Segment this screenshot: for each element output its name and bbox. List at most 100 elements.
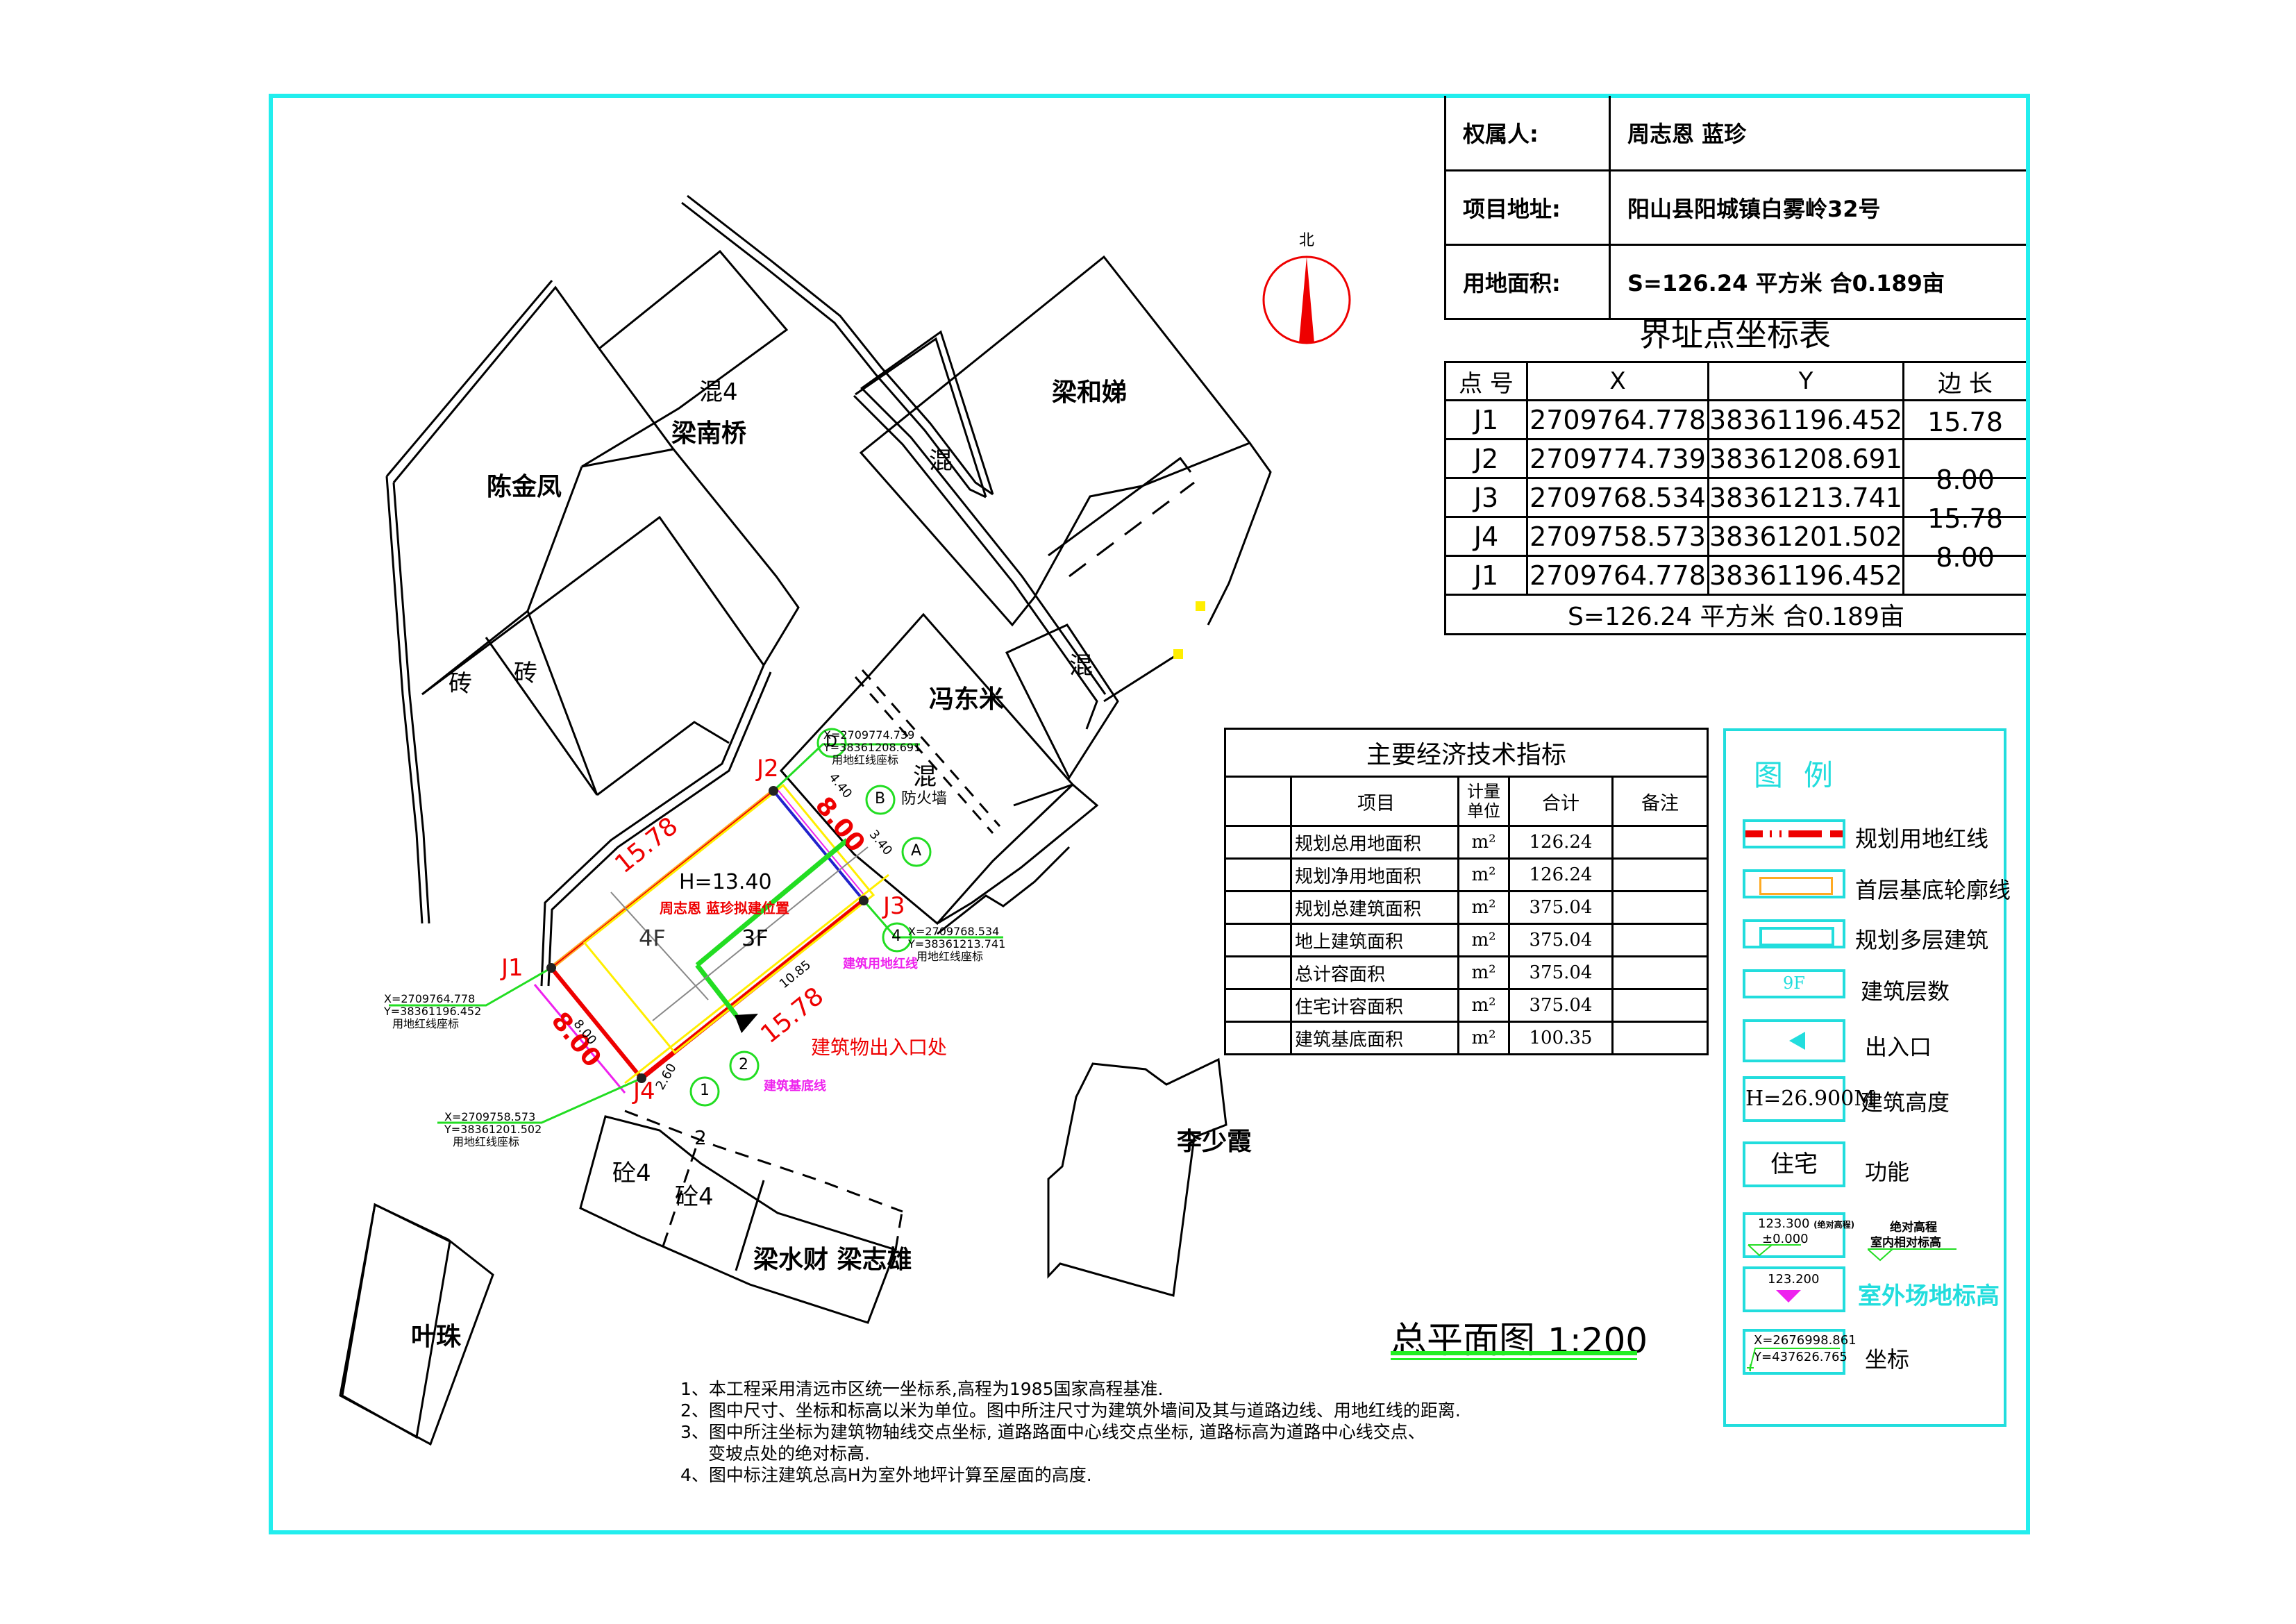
legend-red-line-swatch: [1743, 819, 1845, 848]
owner-label: 陈金凤: [487, 473, 562, 501]
road-edge: [687, 194, 994, 496]
point-j2-label: J2: [757, 755, 779, 782]
axis-2-label: 2: [739, 1056, 748, 1073]
material-label: 砖: [514, 660, 537, 687]
legend-label: 坐标: [1865, 1346, 1910, 1373]
coord-callout-j2: X=2709774.739 Y=38361208.691 用地红线座标: [823, 728, 921, 767]
area-label: 用地面积:: [1444, 243, 1611, 320]
north-compass-icon: [1262, 256, 1351, 344]
table-row: J4 2709758.573 38361201.502 15.78: [1444, 498, 2026, 557]
legend-outdoor-elevation-swatch: 123.200: [1743, 1266, 1845, 1312]
coord-callout-j3: X=2709768.534 Y=38361213.741 用地红线座标: [908, 925, 1006, 963]
table-row: J2 2709774.739 38361208.691 15.78: [1444, 409, 2026, 479]
axis-d-label: D: [826, 733, 837, 751]
area-row: 用地面积: S=126.24 平方米 合0.189亩: [1444, 243, 2026, 320]
outdoor-elevation-triangle-icon: [1776, 1290, 1801, 1303]
note-line: 1、本工程采用清远市区统一坐标系,高程为1985国家高程基准.: [680, 1379, 1164, 1399]
legend-function-swatch: 住宅: [1743, 1141, 1845, 1187]
owner-label: 权属人:: [1444, 96, 1611, 171]
drawing-title-name: 总平面图: [1391, 1320, 1536, 1362]
legend-panel: 图例 规划用地红线 首层基底轮廓线 规划多层建筑 9F 建筑层数 出入口 H=2…: [1723, 728, 2011, 1427]
legend-label: 规划多层建筑: [1855, 927, 1989, 953]
coord-table-title: 界址点坐标表: [1639, 316, 1831, 353]
area-value: S=126.24 平方米 合0.189亩: [1609, 243, 2026, 320]
legend-label: 规划用地红线: [1855, 826, 1989, 852]
address-row: 项目地址: 阳山县阳城镇白雾岭32号: [1444, 169, 2026, 246]
coord-callout-j1: X=2709764.778 Y=38361196.452 用地红线座标: [384, 992, 482, 1030]
building-name: 周志恩 蓝珍拟建位置: [660, 900, 789, 916]
legend-elevation-swatch: 123.300 (绝对高程) ±0.000: [1743, 1212, 1854, 1258]
title-underline: [1391, 1358, 1637, 1360]
coord-callout-j4: X=2709758.573 Y=38361201.502 用地红线座标: [444, 1110, 542, 1148]
edge-value: 8.00: [1902, 537, 2026, 578]
col-item: 项目: [1290, 776, 1459, 827]
building-height: H=13.40: [679, 870, 772, 894]
legend-floors-swatch: 9F: [1743, 969, 1845, 998]
owner-label: 梁和娣: [1052, 378, 1128, 407]
point-j1-label: J1: [501, 954, 523, 982]
col-edge: 边 长: [1902, 361, 2026, 401]
legend-label: 室外场地标高: [1858, 1282, 2000, 1310]
legend-label: 建筑层数: [1861, 978, 1950, 1005]
material-label: 混: [913, 763, 937, 791]
entrance-triangle-icon: [1789, 1032, 1805, 1050]
point-j4-label: J4: [633, 1078, 655, 1105]
parcel-liangshuicai: [579, 1115, 897, 1324]
legend-label: 出入口: [1865, 1034, 1932, 1060]
legend-cyan-swatch: [1743, 919, 1845, 948]
cyan-rect-icon: [1759, 927, 1834, 946]
material-label: 砼4: [675, 1183, 714, 1211]
legend-orange-swatch: [1743, 869, 1845, 898]
owner-label: 冯东米: [929, 685, 1005, 714]
owner-label: 李少霞: [1177, 1128, 1252, 1156]
red-dash-line-icon: [1745, 830, 1843, 837]
owner-value: 周志恩 蓝珍: [1609, 96, 2026, 171]
material-label: 混: [1069, 652, 1093, 680]
note-line: 变坡点处的绝对标高.: [708, 1443, 870, 1464]
table-row: J3 2709768.534 38361213.741 8.00: [1444, 459, 2026, 518]
parcel-fengdongmi: [779, 612, 1075, 926]
axis-a-label: A: [911, 842, 922, 860]
col-note: 备注: [1611, 776, 1709, 827]
edge-value: 15.78: [1902, 498, 2026, 539]
econ-table-title: 主要经济技术指标: [1224, 728, 1709, 778]
note-line: 2、图中尺寸、坐标和标高以米为单位。图中所注尺寸为建筑外墙间及其与道路边线、用地…: [680, 1400, 1461, 1421]
property-info-table: 权属人: 周志恩 蓝珍 项目地址: 阳山县阳城镇白雾岭32号 用地面积: S=1…: [1444, 96, 2026, 320]
floors-4f: 4F: [639, 925, 666, 951]
red-line-note: 建筑用地红线: [843, 957, 918, 971]
edge-value: 15.78: [1902, 409, 2026, 461]
north-label: 北: [1299, 232, 1315, 249]
coord-summary: S=126.24 平方米 合0.189亩: [1444, 594, 2026, 635]
entrance-triangle-icon: [735, 1014, 758, 1033]
title-underline: [1391, 1351, 1637, 1355]
address-label: 项目地址:: [1444, 169, 1611, 246]
legend-label: 建筑高度: [1861, 1089, 1950, 1116]
orange-rect-icon: [1759, 877, 1833, 895]
owner-label: 梁南桥: [671, 419, 747, 448]
col-y: Y: [1707, 361, 1905, 401]
base-line-note: 建筑基底线: [764, 1079, 826, 1094]
axis-4-label: 4: [891, 928, 901, 945]
parcel-lianghedi: [859, 255, 1252, 627]
legend-label: 绝对高程: [1890, 1221, 1937, 1234]
parcel-chenjinfeng: [392, 285, 800, 666]
legend-height-swatch: H=26.900M: [1743, 1076, 1875, 1122]
material-label: 砖: [449, 670, 472, 698]
legend-entrance-swatch: [1743, 1019, 1845, 1062]
axis-b-label: B: [875, 790, 886, 807]
boundary-coordinate-table: 点 号 X Y 边 长 J1 2709764.778 38361196.452 …: [1444, 361, 2026, 635]
coordinate-leader-icon: [1747, 1348, 1840, 1371]
coord-summary-row: S=126.24 平方米 合0.189亩: [1444, 594, 2026, 635]
col-unit: 计量单位: [1457, 776, 1510, 827]
firewall-note: 防火墙: [901, 790, 948, 807]
col-x: X: [1526, 361, 1709, 401]
parcel-lishaoxia: [1047, 1057, 1227, 1297]
floors-3f: 3F: [741, 925, 769, 951]
